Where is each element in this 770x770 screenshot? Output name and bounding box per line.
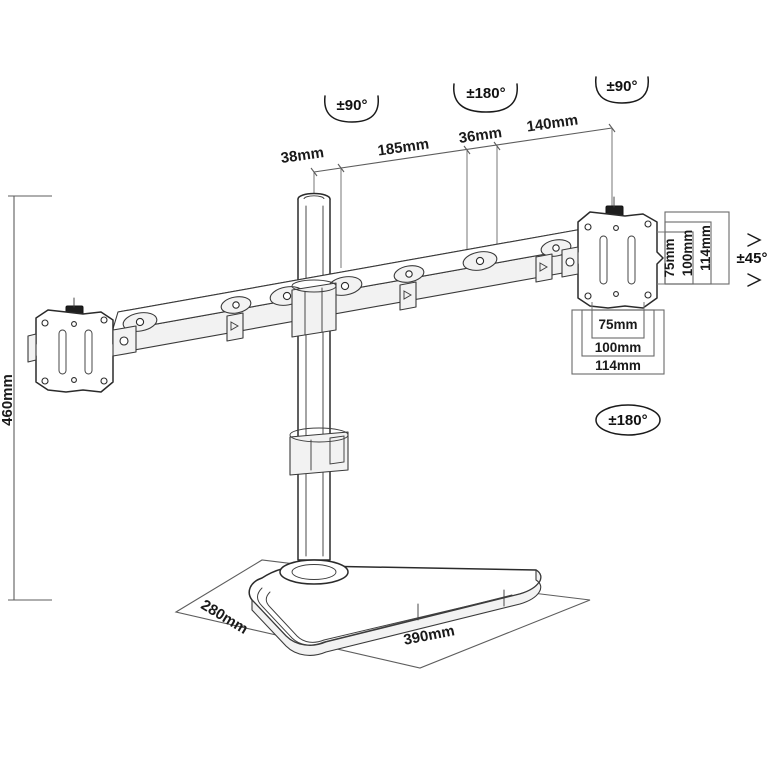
vesa-h-75-label: 75mm (598, 317, 637, 332)
badge-center-rotation-label: ±180° (466, 85, 505, 102)
cable-clip-3 (535, 253, 553, 283)
vesa-v-75-label: 75mm (662, 238, 677, 277)
cable-collar-body (289, 431, 349, 476)
left-plate-slot-1 (58, 329, 67, 375)
badge-screen-tilt-label: ±45° (737, 250, 768, 267)
badge-left-arm-swivel: ±90° (324, 95, 379, 123)
vesa-h-114-label: 114mm (595, 358, 641, 373)
clamp-body (291, 282, 337, 338)
pole-shaft (297, 198, 331, 561)
vesa-box-114-vertical (664, 211, 730, 285)
vesa-vertical-dimensions: 75mm 100mm 114mm (657, 211, 730, 285)
right-tilt-hinge (561, 246, 579, 278)
left-monitor-bracket (27, 297, 137, 393)
badge-right-arm-swivel: ±90° (595, 76, 649, 104)
center-clamp-collar (291, 279, 337, 338)
cable-clip-2 (399, 281, 417, 311)
base-stand (174, 559, 591, 669)
vesa-v-114-label: 114mm (698, 225, 713, 271)
left-plate-slot-2 (84, 329, 93, 375)
cable-clip-1 (226, 312, 244, 342)
joint-segment-label: 36mm (458, 124, 503, 147)
pole-cable-collar (289, 427, 349, 476)
base-pole-socket (279, 559, 349, 585)
vesa-box-114-horizontal (571, 309, 665, 375)
vesa-h-100-label: 100mm (595, 340, 642, 355)
pole-diameter-label: 38mm (280, 144, 325, 167)
left-tilt-hinge (27, 325, 137, 363)
right-plate-slot-2 (627, 235, 636, 285)
badge-screen-rotation: ±180° (595, 404, 661, 436)
arm-joint-right-outer (462, 251, 498, 271)
right-monitor-bracket (561, 196, 664, 309)
arm-joint-left-mid (220, 296, 252, 314)
badge-left-arm-swivel-label: ±90° (337, 97, 368, 114)
badge-right-arm-swivel-label: ±90° (607, 78, 638, 95)
left-height-dimension: 460mm (0, 195, 52, 601)
badge-screen-rotation-label: ±180° (608, 412, 647, 429)
badge-screen-tilt: ±45° (737, 233, 768, 287)
badge-center-rotation: ±180° (453, 83, 518, 113)
center-pole (297, 192, 331, 561)
vesa-v-100-label: 100mm (680, 230, 695, 277)
overall-height-label: 460mm (0, 374, 16, 426)
vesa-horizontal-dimensions: 75mm 100mm 114mm (571, 302, 665, 375)
right-plate-slot-1 (599, 235, 608, 285)
arm-joint-right-mid (393, 265, 425, 283)
